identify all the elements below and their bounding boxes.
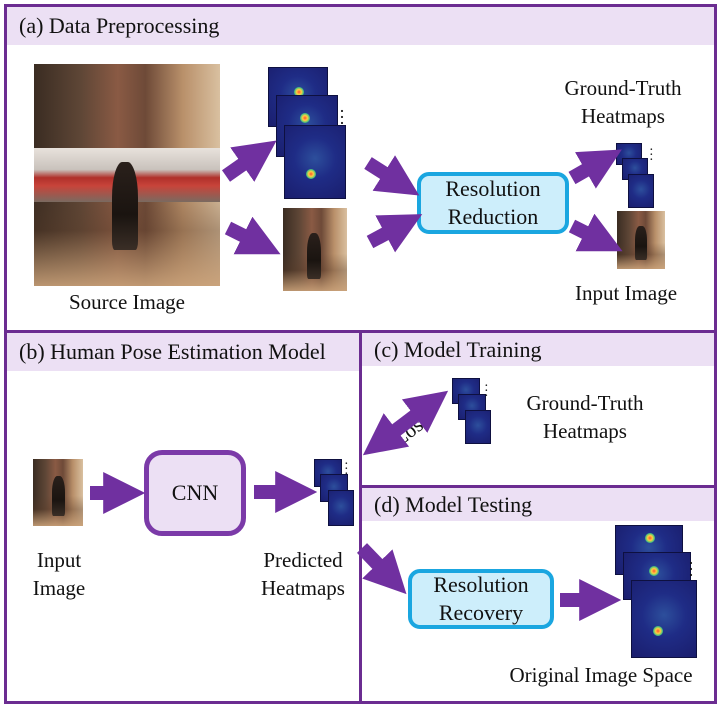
ellipsis-dots-pred: ···	[344, 457, 349, 482]
resolution-reduction-box: Resolution Reduction	[417, 172, 569, 234]
arrow-source-to-heatmaps	[221, 140, 277, 182]
input-image-small-a	[617, 211, 665, 269]
panel-b-title: (b) Human Pose Estimation Model	[7, 333, 359, 371]
arrow-box-to-input	[568, 213, 623, 252]
panel-a-title: (a) Data Preprocessing	[7, 7, 714, 45]
arrow-source-to-crop	[224, 216, 281, 255]
source-image-label: Source Image	[68, 290, 186, 314]
gt-heatmaps-label-c: Ground-Truth Heatmaps	[526, 391, 644, 443]
input-image-label-a: Input Image	[574, 281, 678, 305]
input-image-b	[33, 459, 83, 526]
predicted-heatmaps-label: Predicted Heatmaps	[261, 548, 345, 600]
output-heatmap-3	[631, 580, 697, 658]
cyclist	[112, 161, 139, 251]
ellipsis-dots-c: ···	[484, 379, 489, 404]
original-image-space-label: Original Image Space	[509, 663, 693, 687]
resolution-recovery-box: Resolution Recovery	[408, 569, 554, 629]
arrow-crop-to-box	[366, 214, 423, 253]
panel-d-title: (d) Model Testing	[362, 488, 714, 521]
cropped-image	[283, 208, 347, 291]
arrow-pred-to-recovery	[356, 543, 407, 595]
cnn-label: CNN	[171, 480, 219, 505]
resolution-recovery-line1: Resolution	[433, 572, 529, 597]
pred-heatmap-3	[328, 490, 354, 526]
gt-heatmap-small-3	[628, 174, 654, 208]
input-image-label-b: Input Image	[32, 548, 86, 600]
resolution-recovery-line2: Recovery	[438, 600, 524, 625]
cnn-box: CNN	[144, 450, 246, 536]
resolution-reduction-line1: Resolution	[445, 176, 541, 201]
arrow-box-to-gt	[568, 149, 622, 189]
panel-c-title: (c) Model Training	[362, 333, 714, 366]
gt-heatmaps-label-a: Ground-Truth Heatmaps	[564, 76, 682, 128]
ellipsis-dots: ···	[339, 101, 345, 133]
heatmap-full-3	[284, 125, 346, 199]
source-image	[34, 64, 220, 286]
gt-heatmap-c-3	[465, 410, 491, 444]
resolution-reduction-line2: Reduction	[447, 204, 539, 229]
arrow-heatmaps-to-box	[364, 155, 420, 196]
arrow-loss-bidirectional	[362, 390, 449, 456]
ellipsis-dots-small: ···	[649, 143, 654, 168]
ellipsis-dots-d: ···	[688, 553, 694, 585]
